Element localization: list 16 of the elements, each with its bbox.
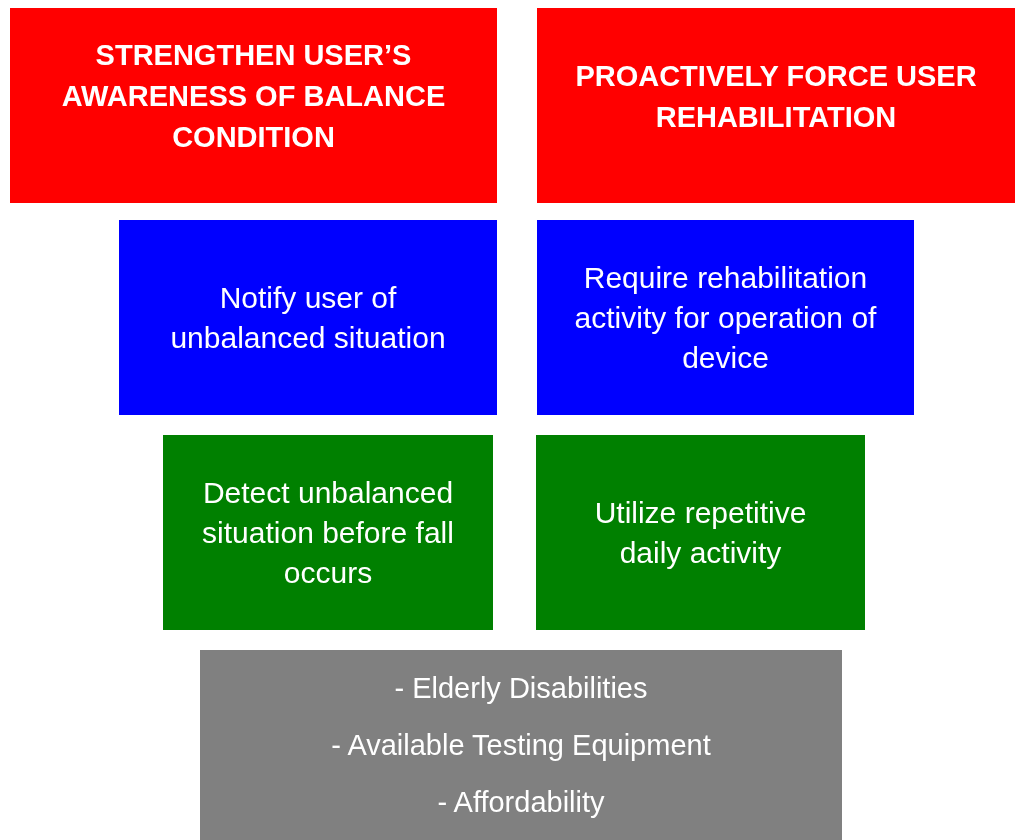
goal-box	[10, 8, 497, 203]
constraint-box	[200, 650, 842, 840]
box-label: Utilize repetitive daily activity	[593, 494, 808, 571]
means-box	[536, 435, 865, 630]
box-label: STRENGTHEN USER’S AWARENESS OF BALANCE CONDITION	[60, 38, 447, 155]
goal-box	[537, 8, 1015, 203]
list-item: - Elderly Disabilities	[394, 670, 648, 706]
means-box	[163, 435, 493, 630]
function-box	[119, 220, 497, 415]
box-label: PROACTIVELY FORCE USER REHABILITATION	[574, 58, 978, 135]
list-item: - Affordability	[437, 784, 605, 820]
list-item: - Available Testing Equipment	[331, 727, 711, 763]
function-box	[537, 220, 914, 415]
box-label: Notify user of unbalanced situation	[169, 279, 447, 356]
box-label: Require rehabilitation activity for operation of device	[573, 259, 878, 376]
box-label: Detect unbalanced situation before fall occurs	[201, 474, 455, 591]
